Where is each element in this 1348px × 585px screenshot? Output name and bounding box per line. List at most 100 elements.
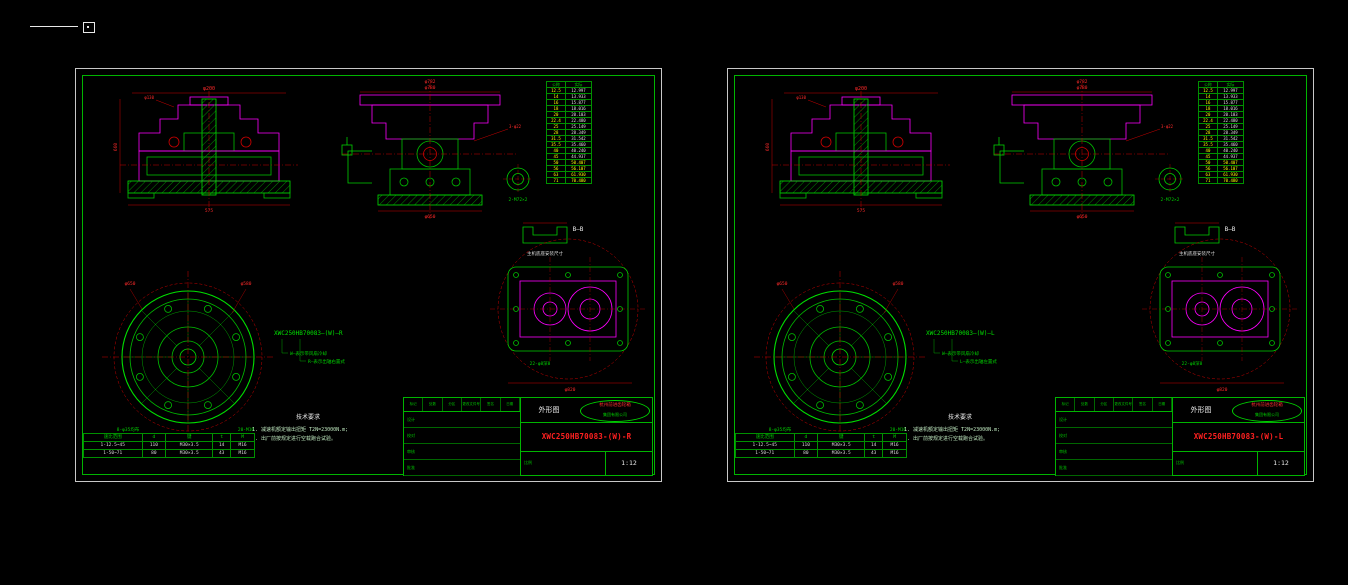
sheet-inner-frame	[82, 75, 655, 475]
scale-label: 比例	[524, 460, 532, 465]
column-header: 速比范围	[735, 433, 795, 442]
legend-line: L—表示出轴左置式	[960, 358, 997, 365]
legend-line: W—表示带风扇冷却	[290, 350, 327, 357]
view-end-circle: φ650 φ580 8-φ35均布 20-M16	[102, 271, 274, 443]
company-logo-ellipse: 杭州前进齿轮箱 集团有限公司	[1232, 400, 1302, 422]
signature-rows: 设计校对审核批准	[404, 412, 520, 476]
dim-label: φ580	[241, 281, 252, 287]
dim-label: φ650	[1077, 214, 1088, 220]
legend-line: R—表示出轴右置式	[308, 358, 345, 365]
table-cell: 80	[141, 449, 167, 458]
view-housing-bb: B—B 22-φ8深8 φ820	[1142, 226, 1298, 393]
table-cell: 71	[546, 177, 566, 184]
column-header: t	[212, 433, 232, 442]
scale-label: 比例	[1176, 460, 1184, 465]
dim-label: φ130	[796, 95, 806, 100]
company-name-line2: 集团有限公司	[1255, 412, 1279, 417]
table-cell: M30×3.5	[165, 449, 214, 458]
dim-label: φ820	[1217, 387, 1228, 393]
column-header: d	[141, 433, 167, 442]
detail-base: 主机底座安装尺寸	[522, 222, 568, 257]
grid-cell: 批准	[1056, 460, 1172, 476]
grid-cell: 处数	[1075, 398, 1095, 411]
drawing-sheet: φ200 φ130 660 575	[75, 68, 662, 482]
table-cell: 80	[793, 449, 819, 458]
grid-cell: 审核	[1056, 444, 1172, 460]
table-cell: 1-12.5~45	[83, 441, 143, 450]
title-block: 标记处数分区更改文件号签名日期 设计校对审核批准 外形图 杭州前进齿轮箱 集团有…	[1055, 397, 1305, 476]
doc-type-label: 外形图	[538, 406, 560, 414]
grid-cell: 日期	[501, 398, 520, 411]
grid-cell: 审核	[404, 444, 520, 460]
tech-title: 技术要求	[296, 413, 320, 421]
table-cell: 70.480	[564, 177, 593, 184]
grid-cell: 日期	[1153, 398, 1172, 411]
legend-line: W—表示带风扇冷却	[942, 350, 979, 357]
column-header: 速比范围	[83, 433, 143, 442]
table-cell: M16	[882, 441, 907, 450]
dim-label: φ650	[125, 281, 136, 287]
dim-label: 660	[765, 143, 771, 151]
table-cell: 71	[1198, 177, 1218, 184]
model-callout: XWC250HB70083—(W)—R	[274, 330, 343, 337]
grid-cell: 签名	[481, 398, 501, 411]
title-block-revision-grid: 标记处数分区更改文件号签名日期 设计校对审核批准	[1056, 398, 1173, 476]
grid-cell: 分区	[1095, 398, 1114, 411]
column-header: 键	[165, 433, 214, 442]
view-front-section: φ200 φ130 660 575	[765, 86, 950, 214]
tech-item: 2. 出厂前按规定进行空载跑合试验。	[904, 435, 988, 442]
drawing-sheet: φ200 φ130 660 575	[727, 68, 1314, 482]
view-side-section: φ782 φ780 φ650	[993, 79, 1174, 220]
doc-type-label: 外形图	[1190, 406, 1212, 414]
revision-header: 标记处数分区更改文件号签名日期	[404, 398, 520, 412]
tech-requirements: 技术要求 1. 减速机额定输出扭矩 T2N=23000N.m; 2. 出厂前按规…	[252, 413, 348, 442]
dim-label: φ782	[1077, 79, 1088, 85]
view-housing-bb: B—B 22-φ8深8 φ820	[490, 226, 646, 393]
table-cell: 70.480	[1216, 177, 1245, 184]
grid-cell: 校对	[404, 428, 520, 444]
company-name-line1: 杭州前进齿轮箱	[599, 403, 631, 408]
title-block-bottom-row: 比例 1:12	[1173, 451, 1304, 475]
table-cell: 43	[212, 449, 232, 458]
dim-label: 8-φ35均布	[769, 426, 792, 433]
dim-label: φ580	[893, 281, 904, 287]
model-callout-group: XWC250HB70083—(W)—R W—表示带风扇冷却 R—表示出轴右置式	[274, 330, 345, 365]
dim-label: φ200	[203, 86, 215, 92]
grid-cell: 设计	[1056, 412, 1172, 428]
grid-cell: 更改文件号	[1114, 398, 1134, 411]
title-block-bottom-row: 比例 1:12	[521, 451, 652, 475]
table-cell: M16	[882, 449, 907, 458]
toolbar-artifact-line	[30, 26, 78, 27]
view-side-section: φ782 φ780 φ650	[341, 79, 522, 220]
grid-cell: 标记	[404, 398, 424, 411]
detail-flange: 2-M72×2	[503, 164, 533, 203]
dim-label: 3-φ22	[1161, 124, 1174, 129]
grid-cell: 分区	[443, 398, 462, 411]
dim-label: 2-M72×2	[1161, 197, 1180, 203]
tech-item: 1. 减速机额定输出扭矩 T2N=23000N.m;	[904, 426, 1000, 433]
title-block-revision-grid: 标记处数分区更改文件号签名日期 设计校对审核批准	[404, 398, 521, 476]
section-label: B—B	[1225, 226, 1236, 233]
dim-label: φ200	[855, 86, 867, 92]
column-header: d	[793, 433, 819, 442]
model-callout: XWC250HB70083—(W)—L	[926, 330, 995, 337]
table-cell: 110	[141, 441, 167, 450]
toolbar-artifact-grip[interactable]	[83, 22, 95, 33]
grid-cell: 更改文件号	[462, 398, 482, 411]
table-header-row: 速比范围 d 键 t M	[735, 433, 907, 442]
table-cell: M16	[230, 449, 255, 458]
company-name-line1: 杭州前进齿轮箱	[1251, 403, 1283, 408]
dim-label: φ130	[144, 95, 154, 100]
signature-rows: 设计校对审核批准	[1056, 412, 1172, 476]
section-label: B—B	[573, 226, 584, 233]
table-cell: M30×3.5	[165, 441, 214, 450]
dim-label: 575	[857, 208, 865, 214]
dim-label: φ650	[777, 281, 788, 287]
detail-flange: 2-M72×2	[1155, 164, 1185, 203]
